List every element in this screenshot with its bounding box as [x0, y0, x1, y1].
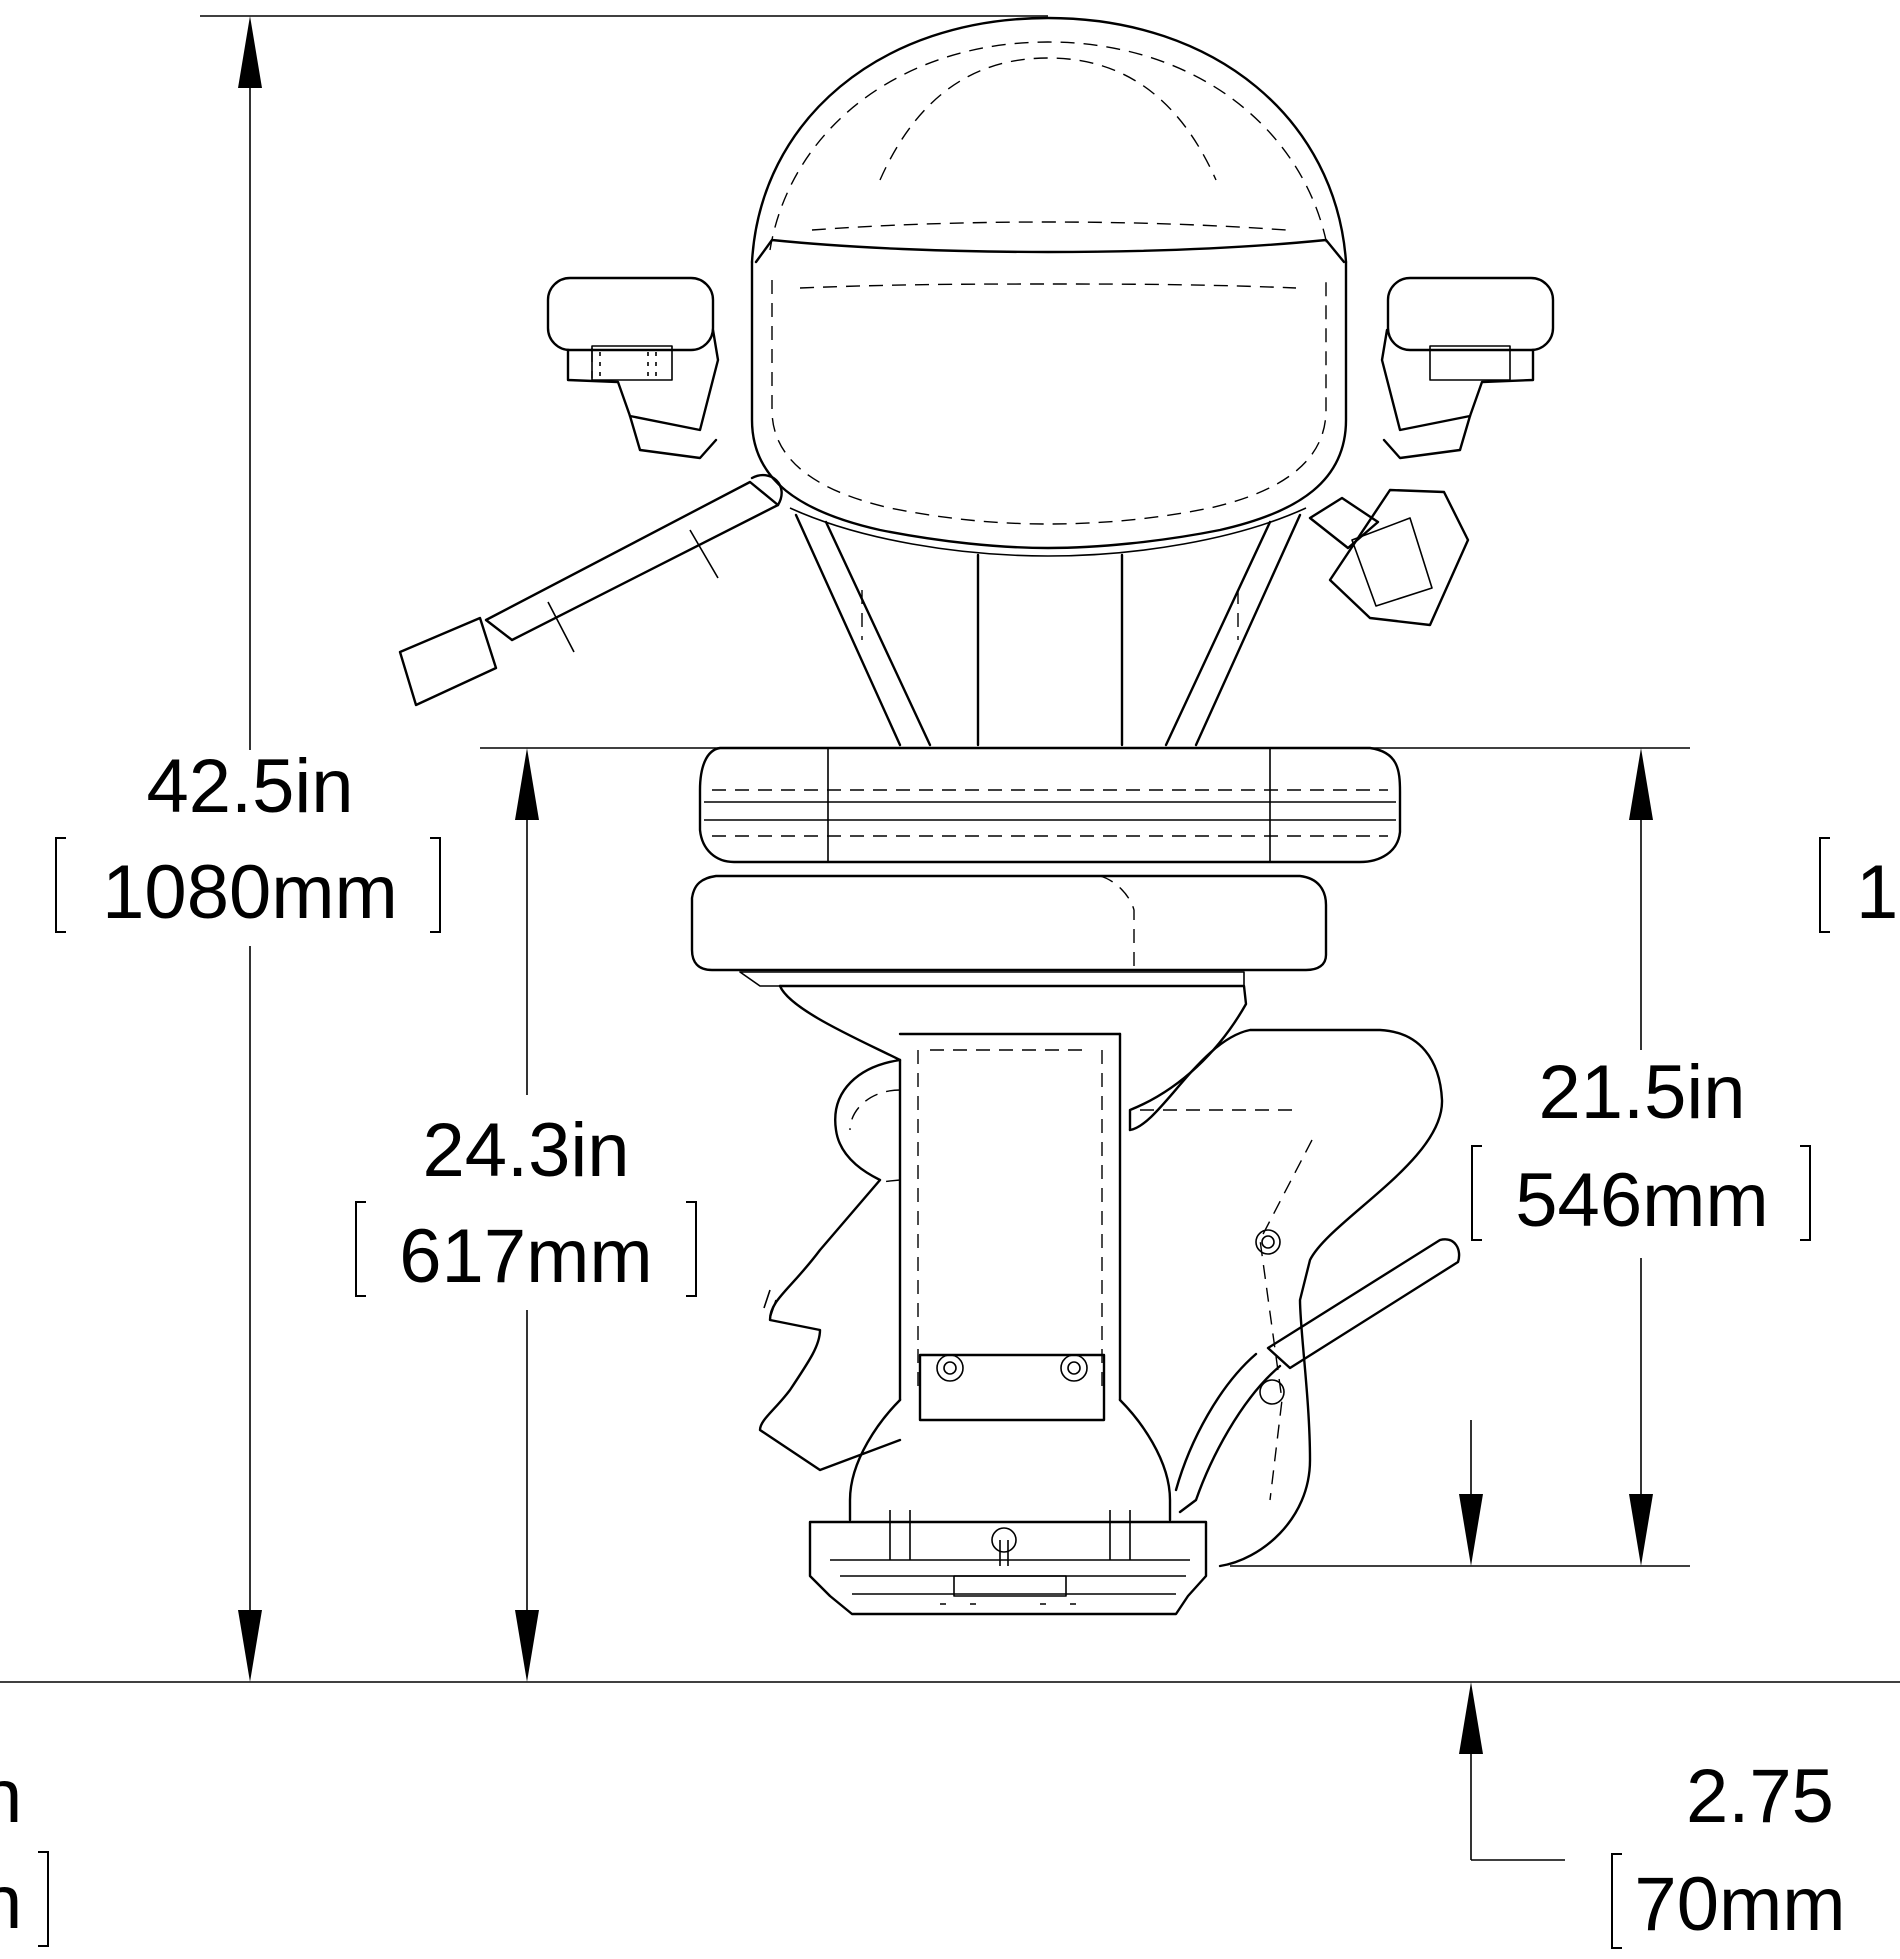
right-cut-mm-label: 1(: [1856, 850, 1900, 935]
overall-height-inch-label: 42.5in: [146, 744, 353, 829]
rail-offset-mm-label: 70mm: [1634, 1862, 1845, 1947]
rail-offset-inch-label: 2.75: [1686, 1754, 1834, 1839]
left-cut-mm-label: n: [0, 1860, 22, 1945]
overall-height-mm-label: 1080mm: [102, 850, 398, 935]
seat-height-mm-label: 617mm: [399, 1214, 652, 1299]
dimension-lines: [0, 15, 1900, 1861]
left-cut-inch-label: n: [0, 1754, 22, 1839]
chair-outline: [398, 16, 1555, 1616]
seat-height-inch-label: 24.3in: [422, 1108, 629, 1193]
rail-to-seat-mm-label: 546mm: [1515, 1158, 1768, 1243]
rail-to-seat-inch-label: 21.5in: [1538, 1050, 1745, 1135]
mm-brackets: [38, 837, 1830, 1949]
